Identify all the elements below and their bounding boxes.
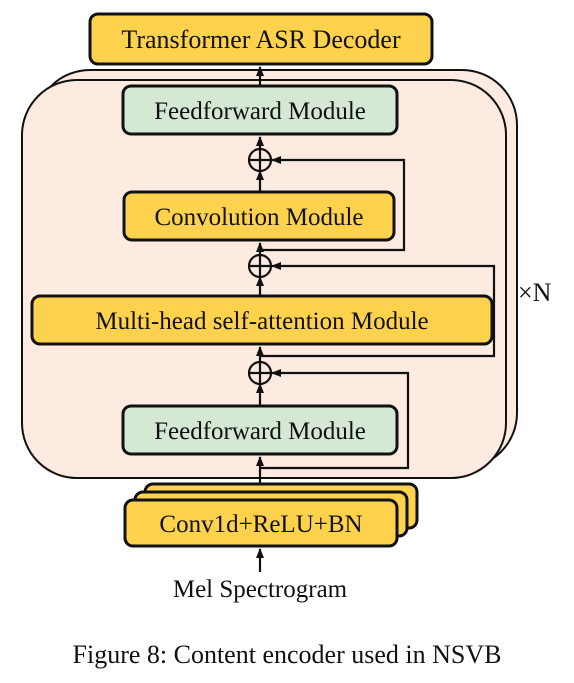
adder-top	[247, 147, 273, 173]
feedforward-module-bottom-label: Feedforward Module	[154, 418, 366, 445]
figure-caption: Figure 8: Content encoder used in NSVB	[73, 640, 502, 669]
mel-spectrogram-label: Mel Spectrogram	[173, 576, 348, 603]
conv-stack-front-box	[123, 498, 399, 548]
multi-head-self-attention-module-box	[30, 294, 494, 346]
residual-add3-to-add2	[260, 262, 496, 358]
residual-ffn-to-add3	[260, 369, 410, 470]
multi-head-self-attention-module-label: Multi-head self-attention Module	[95, 308, 428, 335]
convolution-module-label: Convolution Module	[154, 204, 363, 231]
transformer-asr-decoder-label: Transformer ASR Decoder	[121, 25, 401, 54]
residual-add2-to-add1	[260, 156, 406, 252]
repeat-count-label: ×N	[518, 278, 552, 307]
feedforward-module-top-label: Feedforward Module	[154, 98, 366, 125]
conv-stack-label: Conv1d+ReLU+BN	[159, 511, 362, 538]
transformer-asr-decoder-box	[88, 12, 434, 66]
residual-connections	[260, 156, 496, 470]
adder-middle	[247, 253, 273, 279]
conformer-block	[21, 79, 507, 479]
adder-bottom	[247, 360, 273, 386]
